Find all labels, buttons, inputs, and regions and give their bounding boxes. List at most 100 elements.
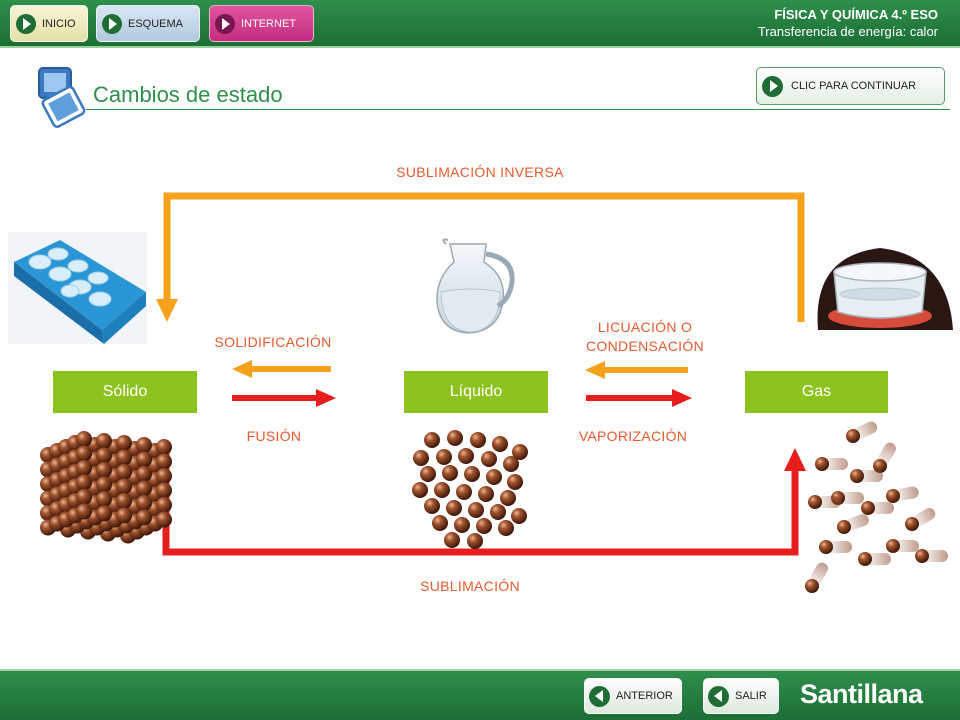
- particle: [136, 451, 152, 468]
- particle: [915, 549, 929, 563]
- title-divider: [86, 109, 950, 110]
- particle: [116, 478, 132, 495]
- continue-button[interactable]: CLIC PARA CONTINUAR: [756, 67, 945, 105]
- particle: [486, 469, 502, 485]
- liquefaction-label: LICUACIÓN O CONDENSACIÓN: [560, 318, 730, 356]
- particle: [492, 436, 508, 452]
- particle: [476, 518, 492, 534]
- esquema-button[interactable]: ESQUEMA: [96, 5, 200, 42]
- particle: [503, 456, 519, 472]
- inverse-sublimation-arrow: [156, 192, 805, 322]
- particle: [478, 486, 494, 502]
- particle: [96, 491, 112, 507]
- particle: [846, 429, 860, 443]
- particle: [156, 453, 172, 470]
- particle: [454, 517, 470, 533]
- motion-trail: [815, 496, 841, 508]
- fusion-label: FUSIÓN: [246, 428, 302, 444]
- particle: [413, 450, 429, 466]
- play-icon: [16, 13, 36, 34]
- play-icon: [762, 75, 783, 97]
- particle: [96, 433, 112, 449]
- salir-label: SALIR: [735, 690, 767, 702]
- particle: [468, 502, 484, 518]
- particle: [444, 532, 460, 548]
- liquid-state-box: Líquido: [404, 371, 548, 413]
- particle: [412, 482, 428, 498]
- solid-lattice-particles: [40, 431, 172, 544]
- particle: [464, 466, 480, 482]
- internet-button[interactable]: INTERNET: [209, 5, 314, 42]
- particle: [511, 508, 527, 524]
- sublimation-label: SUBLIMACIÓN: [420, 578, 520, 594]
- esquema-label: ESQUEMA: [128, 17, 184, 30]
- particle: [156, 511, 172, 528]
- fusion-arrow: [232, 389, 336, 407]
- topic-label: Transferencia de energía: calor: [757, 24, 938, 39]
- particle: [837, 520, 851, 534]
- particle: [424, 498, 440, 514]
- particle: [116, 449, 132, 466]
- particle: [156, 439, 172, 455]
- particle: [458, 448, 474, 464]
- particle: [861, 501, 875, 515]
- liquefaction-label-line1: LICUACIÓN O: [597, 319, 693, 335]
- motion-trail: [838, 492, 864, 504]
- motion-trail: [857, 470, 883, 482]
- solidification-arrow: [232, 360, 331, 378]
- motion-trail: [865, 553, 891, 565]
- particle: [96, 447, 112, 464]
- anterior-label: ANTERIOR: [616, 690, 673, 702]
- particle: [456, 484, 472, 500]
- particle: [156, 482, 172, 499]
- particle: [447, 430, 463, 446]
- particle: [808, 495, 822, 509]
- particle: [96, 505, 112, 522]
- santillana-logo: Santillana: [800, 679, 923, 709]
- particle: [470, 432, 486, 448]
- motion-trail: [922, 550, 948, 562]
- screen-cards-icon: [38, 67, 86, 128]
- particle: [424, 432, 440, 448]
- page-title: Cambios de estado: [93, 82, 283, 107]
- gas-particles: [805, 421, 948, 593]
- water-jug-image: [436, 238, 515, 334]
- particle: [490, 504, 506, 520]
- inicio-label: INICIO: [42, 17, 76, 30]
- glass-bowl-image: [817, 248, 953, 330]
- particle: [136, 509, 152, 526]
- liquid-particles: [412, 430, 528, 549]
- gas-state-box: Gas: [745, 371, 888, 413]
- continue-label: CLIC PARA CONTINUAR: [791, 80, 917, 92]
- particle: [805, 579, 819, 593]
- play-icon: [215, 13, 235, 34]
- particle: [136, 480, 152, 497]
- inicio-button[interactable]: INICIO: [10, 5, 88, 42]
- motion-trail: [826, 541, 852, 553]
- liquefaction-arrow: [585, 361, 688, 379]
- particle: [873, 459, 887, 473]
- particle: [76, 460, 92, 476]
- particle: [858, 552, 872, 566]
- particle: [116, 464, 132, 480]
- subject-label: FÍSICA Y QUÍMICA 4.º ESO: [774, 7, 938, 22]
- particle: [886, 539, 900, 553]
- particle: [446, 500, 462, 516]
- particle: [815, 457, 829, 471]
- particle: [136, 466, 152, 482]
- particle: [136, 437, 152, 453]
- vaporization-arrow: [586, 389, 692, 407]
- particle: [850, 469, 864, 483]
- motion-trail: [822, 458, 848, 470]
- anterior-button[interactable]: ANTERIOR: [584, 678, 682, 714]
- particle: [136, 495, 152, 511]
- particle: [507, 474, 523, 490]
- particle: [886, 489, 900, 503]
- salir-button[interactable]: SALIR: [703, 678, 779, 714]
- solidification-label: SOLIDIFICACIÓN: [214, 334, 332, 350]
- bottom-bar: ANTERIOR SALIR Santillana: [0, 669, 960, 720]
- inverse-sublimation-label: SUBLIMACIÓN INVERSA: [396, 164, 564, 180]
- particle: [500, 490, 516, 506]
- particle: [442, 465, 458, 481]
